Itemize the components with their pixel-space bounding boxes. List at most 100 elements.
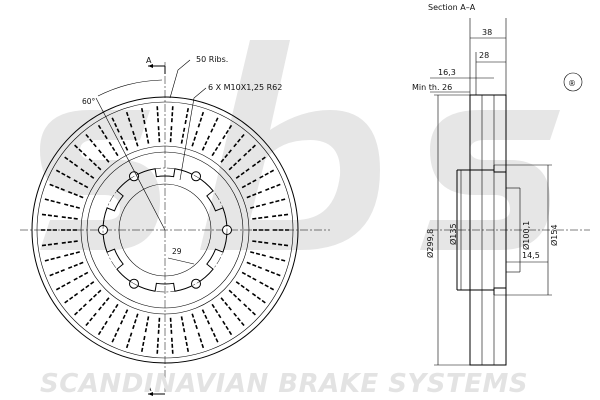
rib-segment <box>64 156 79 168</box>
dim-29-label: 29 <box>172 247 182 256</box>
rib-segment <box>265 269 281 277</box>
section-mark-top: A <box>146 56 152 65</box>
rib-segment <box>201 309 211 325</box>
section-view: Section A–A 38 28 16,3 Min th. 26 Ø <box>412 3 590 366</box>
angle-ray <box>95 97 166 231</box>
rib-segment <box>132 313 139 330</box>
rib-segment <box>251 156 266 168</box>
rib-segment <box>233 312 245 327</box>
rib-segment <box>98 297 110 311</box>
dim-28-label: 28 <box>479 51 489 60</box>
registered-mark-circle <box>563 72 583 92</box>
rib-segment <box>210 327 219 343</box>
rib-segment <box>243 303 256 316</box>
rib-segment <box>241 271 257 281</box>
rib-segment <box>41 213 58 218</box>
rib-segment <box>64 251 80 257</box>
rib-segment <box>85 312 97 327</box>
dim-38-label: 38 <box>482 28 492 37</box>
rib-segment <box>180 316 186 333</box>
rib-segment <box>269 198 286 204</box>
rib-segment <box>228 289 242 302</box>
rib-segment <box>246 261 262 270</box>
dim-14-5-label: 14,5 <box>522 251 540 260</box>
rib-segment <box>64 203 80 209</box>
rib-segment <box>55 281 71 291</box>
ribs-label: 50 Ribs. <box>196 55 228 64</box>
bolt-leader <box>179 87 207 181</box>
rib-segment <box>211 141 222 157</box>
brand-tagline: SCANDINAVIAN BRAKE SYSTEMS <box>40 369 528 399</box>
rib-segment <box>144 316 150 333</box>
disc-section-profile <box>456 94 520 366</box>
rib-segment <box>228 158 242 171</box>
angle-arc <box>97 79 163 97</box>
rib-segment <box>250 203 266 209</box>
rib-segment <box>61 240 78 244</box>
rib-segment <box>180 127 186 144</box>
rib-segment <box>222 124 233 140</box>
rib-segment <box>119 309 129 325</box>
rib-segment <box>235 168 250 179</box>
rib-segment <box>251 292 266 304</box>
rib-segment <box>74 303 87 316</box>
rib-segment <box>157 126 161 143</box>
rib-segment <box>125 111 133 128</box>
rib-segment <box>108 303 119 319</box>
rib-segment <box>157 317 161 334</box>
bolt-hole <box>191 278 201 289</box>
rib-segment <box>55 169 71 179</box>
rib-segment <box>201 135 211 151</box>
rib-segment <box>170 106 174 123</box>
rib-segment <box>44 256 61 262</box>
rib-segment <box>220 149 232 163</box>
dia-135-label: Ø135 <box>448 223 458 245</box>
rib-segment <box>210 117 219 133</box>
registered-mark: ® <box>568 79 576 88</box>
dia-299-8-label: Ø299,8 <box>425 229 435 258</box>
rib-segment <box>197 111 205 128</box>
rib-segment <box>184 335 190 352</box>
rib-segment <box>241 179 257 189</box>
rib-segment <box>170 337 174 354</box>
ribs-leader <box>169 59 191 99</box>
rib-segment <box>125 332 133 349</box>
hub-face <box>457 169 494 291</box>
front-view: A A 50 Ribs. 6 X M10X1,25 R62 60° 29 <box>20 55 330 396</box>
dim-29-line <box>167 257 195 265</box>
rib-segment <box>220 297 232 311</box>
bolt-label: 6 X M10X1,25 R62 <box>208 83 282 92</box>
rib-segment <box>97 320 108 336</box>
rib-segment <box>111 327 120 343</box>
rib-segment <box>85 133 97 148</box>
angle-label: 60° <box>82 97 96 106</box>
rib-segment <box>61 216 78 220</box>
hat-outer-edge <box>86 151 244 309</box>
min-th-label: Min th. 26 <box>412 83 452 92</box>
rib-segment <box>259 169 275 179</box>
rib-segment <box>41 242 58 247</box>
rib-segment <box>68 190 84 199</box>
rib-segment <box>250 251 266 257</box>
rib-segment <box>97 124 108 140</box>
rib-segment <box>73 271 89 281</box>
rib-segment <box>80 168 95 179</box>
rib-segment <box>140 335 146 352</box>
friction-inner-edge <box>80 145 250 315</box>
rib-segment <box>49 269 65 277</box>
rib-segment <box>211 303 222 319</box>
rib-segment <box>272 213 289 218</box>
bolt-circle <box>102 167 228 293</box>
rib-segment <box>68 261 84 270</box>
rib-segment <box>44 198 61 204</box>
rib-segment <box>265 183 281 191</box>
rib-segment <box>132 130 139 147</box>
rib-segment <box>233 133 245 148</box>
dia-154-label: Ø154 <box>549 224 559 246</box>
dim-16-3-label: 16,3 <box>438 68 456 77</box>
rib-segment <box>191 313 198 330</box>
center-bore <box>118 183 212 277</box>
rib-segment <box>119 135 129 151</box>
